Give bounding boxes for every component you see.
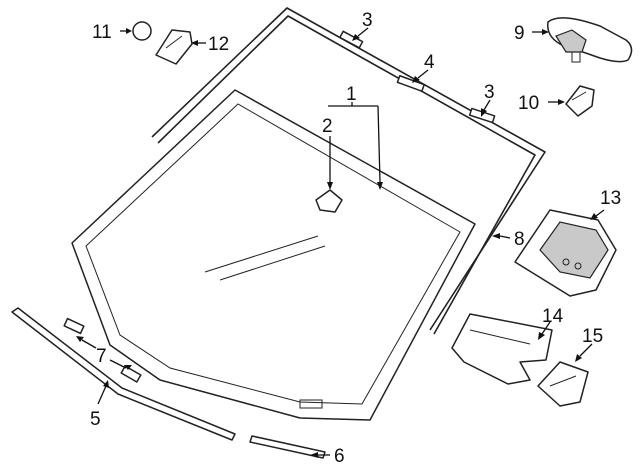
callout-1: 1 — [346, 84, 357, 105]
callout-12: 12 — [208, 34, 229, 55]
upper-cover-icon — [451, 313, 553, 385]
lower-molding-strip-icon — [11, 307, 326, 459]
callout-6: 6 — [334, 446, 345, 467]
leader-lines — [76, 27, 605, 458]
spacer-pad-icon — [339, 30, 496, 124]
callout-5: 5 — [90, 409, 101, 430]
rearview-mirror-icon — [547, 17, 633, 63]
lower-cover-icon — [537, 361, 589, 407]
clip-pad-icon — [63, 317, 142, 383]
sensor-bracket-icon — [315, 189, 343, 213]
callout-8: 8 — [514, 229, 525, 250]
callout-labels: 1 2 3 4 3 5 6 7 8 9 10 11 12 13 14 15 — [90, 10, 621, 467]
callout-2: 2 — [322, 116, 333, 137]
callout-15: 15 — [582, 326, 603, 347]
button-sensor-icon — [132, 21, 152, 41]
mirror-cover-icon — [565, 85, 595, 117]
callout-3a: 3 — [362, 10, 373, 31]
callout-3b: 3 — [484, 82, 495, 103]
callout-11: 11 — [92, 22, 112, 43]
callout-10: 10 — [518, 93, 539, 114]
callout-4: 4 — [424, 52, 435, 73]
camera-module-icon — [514, 209, 617, 297]
callout-13: 13 — [600, 188, 621, 209]
windshield-glass-icon — [71, 89, 476, 421]
callout-9: 9 — [514, 23, 525, 44]
callout-14: 14 — [542, 306, 564, 327]
callout-7: 7 — [96, 346, 107, 367]
mirror-bracket-icon — [155, 29, 193, 65]
